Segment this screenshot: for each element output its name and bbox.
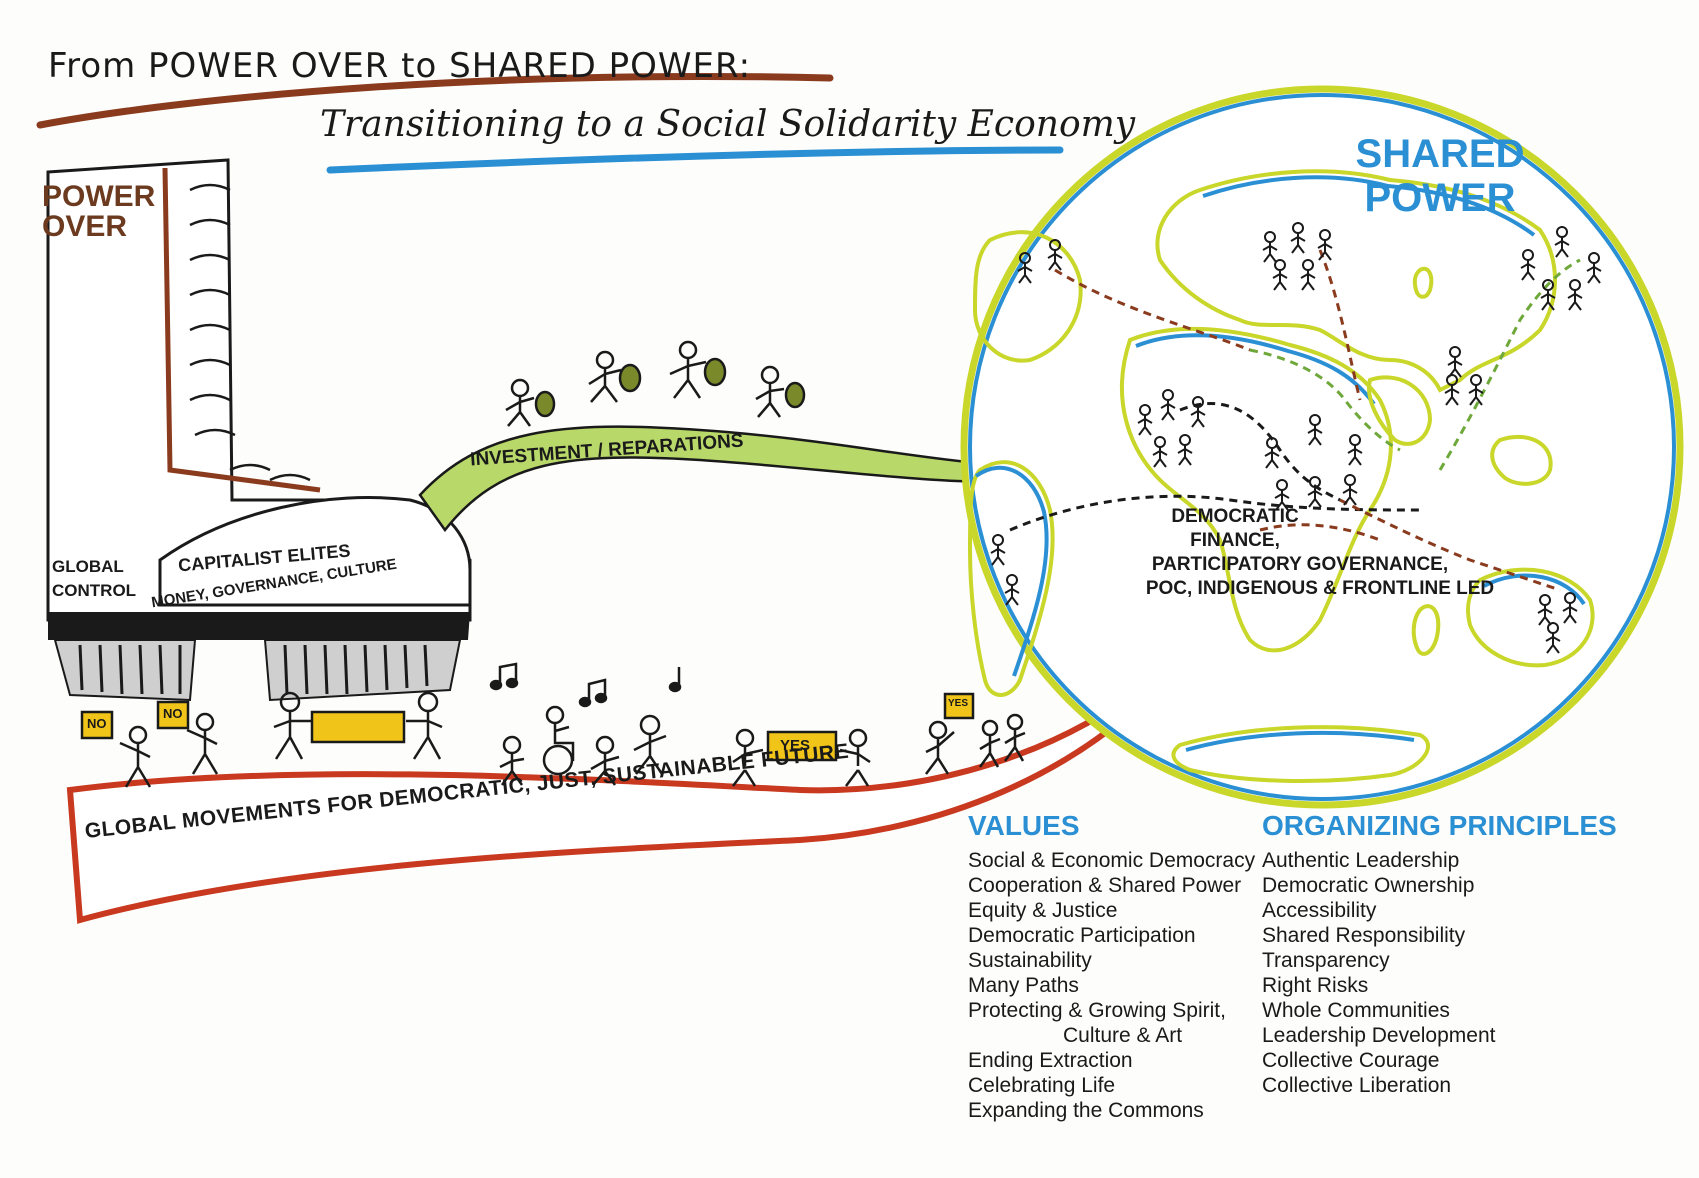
list-item: Democratic Participation xyxy=(968,924,1196,947)
music-note-icon xyxy=(489,662,682,708)
list-item: Celebrating Life xyxy=(968,1074,1116,1097)
list-item: Shared Responsibility xyxy=(1262,924,1466,947)
list-item: Sustainability xyxy=(968,949,1092,972)
title-underline xyxy=(36,72,834,129)
marchers xyxy=(80,691,1026,788)
list-item: Ending Extraction xyxy=(968,1049,1133,1072)
values-section: VALUES Social & Economic Democracy Coope… xyxy=(968,810,1255,1123)
globe-caption-line: POC, INDIGENOUS & FRONTLINE LED xyxy=(1145,578,1495,599)
list-item: Transparency xyxy=(1262,949,1390,972)
globe-caption-line: DEMOCRATIC xyxy=(1171,506,1299,527)
principles-section: ORGANIZING PRINCIPLES Authentic Leadersh… xyxy=(1262,810,1617,1098)
values-list: Social & Economic Democracy Cooperation … xyxy=(968,848,1255,1123)
list-item: Democratic Ownership xyxy=(1262,874,1475,897)
globe-icon xyxy=(960,85,1684,809)
list-item: Collective Courage xyxy=(1262,1049,1440,1072)
principles-heading: ORGANIZING PRINCIPLES xyxy=(1262,810,1617,841)
globe-title: SHARED POWER xyxy=(1355,132,1525,220)
global-control-label: GLOBAL CONTROL xyxy=(52,557,137,600)
list-item: Leadership Development xyxy=(1262,1024,1496,1047)
no-sign-2: NO xyxy=(163,706,183,721)
list-item: Many Paths xyxy=(968,974,1079,997)
list-item: Social & Economic Democracy xyxy=(968,849,1256,872)
globe-caption-line: FINANCE, xyxy=(1190,530,1280,551)
list-item: Equity & Justice xyxy=(968,899,1118,922)
boot-label: POWER OVER xyxy=(42,180,156,243)
wheelchair-icon xyxy=(542,705,575,776)
money-bag-icon xyxy=(505,340,806,427)
list-item: Whole Communities xyxy=(1262,999,1450,1022)
list-item: Culture & Art xyxy=(1063,1024,1183,1047)
page-title: From POWER OVER to SHARED POWER: xyxy=(48,46,752,86)
yes-banner: YES xyxy=(780,737,811,754)
list-item: Accessibility xyxy=(1262,899,1377,922)
no-sign-1: NO xyxy=(87,716,107,731)
list-item: Authentic Leadership xyxy=(1262,849,1460,872)
globe-caption: DEMOCRATIC FINANCE, PARTICIPATORY GOVERN… xyxy=(1075,505,1545,601)
globe-caption-line: PARTICIPATORY GOVERNANCE, xyxy=(1151,554,1449,575)
yes-sign: YES xyxy=(948,698,969,709)
subtitle-underline xyxy=(326,146,1064,174)
list-item: Collective Liberation xyxy=(1262,1074,1452,1097)
principles-list: Authentic Leadership Democratic Ownershi… xyxy=(1262,848,1617,1098)
list-item: Expanding the Commons xyxy=(968,1099,1204,1122)
page-subtitle: Transitioning to a Social Solidarity Eco… xyxy=(320,104,1136,145)
values-heading: VALUES xyxy=(968,810,1080,841)
list-item: Right Risks xyxy=(1262,974,1369,997)
stick-figure-icon xyxy=(990,222,1602,654)
boot-icon xyxy=(46,158,472,702)
list-item: Protecting & Growing Spirit, xyxy=(968,999,1226,1022)
list-item: Cooperation & Shared Power xyxy=(968,874,1242,897)
